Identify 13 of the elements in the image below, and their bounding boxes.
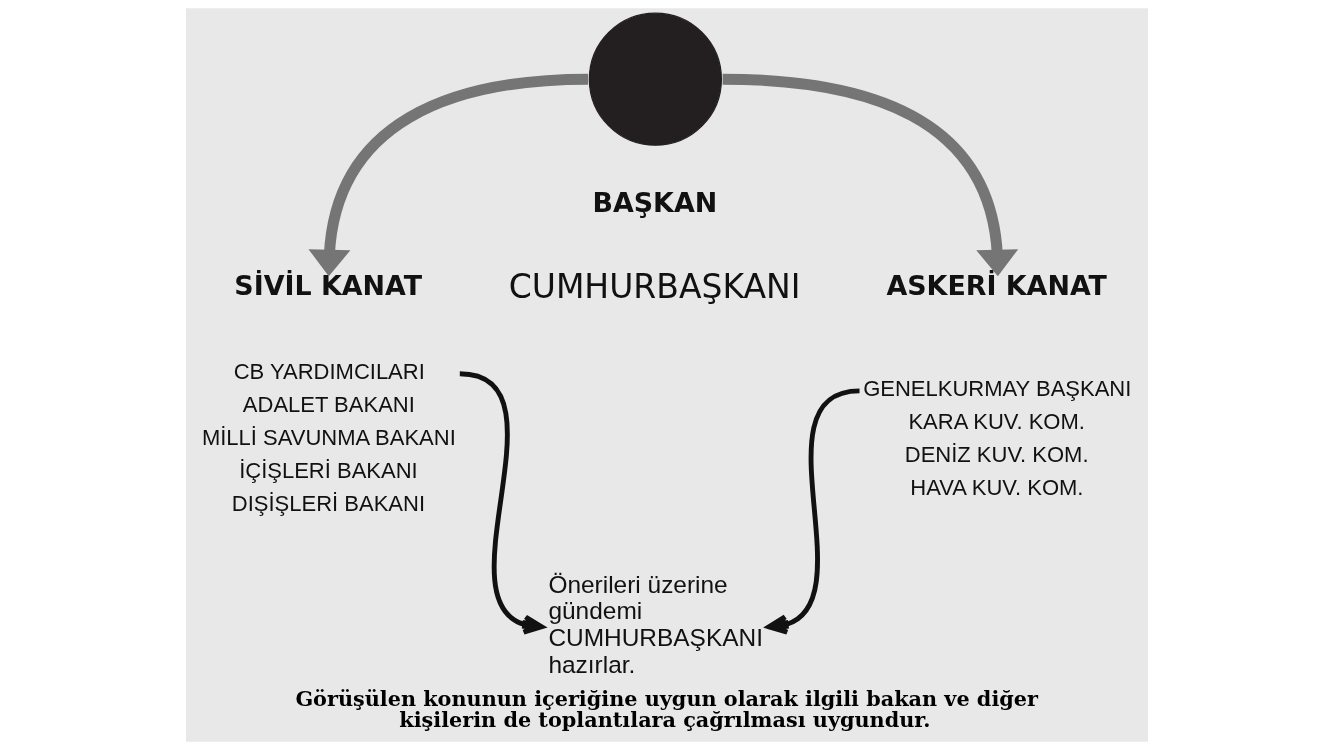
node-text: GENELKURMAY BAŞKANI KARA KUV. KOM. DENİZ KUV. KOM. HAVA KUV. KOM. — [863, 376, 1132, 501]
node-text: Önerileri üzerine gündemi CUMHURBAŞKANI hazırlar. — [548, 570, 763, 679]
arrow — [766, 388, 860, 635]
node-text: CB YARDIMCILARI ADALET BAKANI MİLLİ SAVUNMA BAKANI İÇİŞLERİ BAKANI DIŞİŞLERİ BAKANI — [201, 359, 456, 517]
label: CUMHURBAŞKANI — [508, 266, 801, 306]
node-text: ASKERİ KANAT — [886, 270, 1107, 302]
node-text: SİVİL KANAT — [234, 270, 423, 302]
arrow — [722, 73, 1019, 277]
arrow — [308, 73, 589, 277]
label: BAŞKAN — [592, 186, 718, 218]
arrow — [459, 371, 545, 635]
node-person — [588, 12, 722, 146]
caption: Görüşülen konunun içeriğine uygun olarak ilgili bakan ve diğer kişilerin de toplantılara çağrılması uygundur. — [295, 685, 1038, 732]
